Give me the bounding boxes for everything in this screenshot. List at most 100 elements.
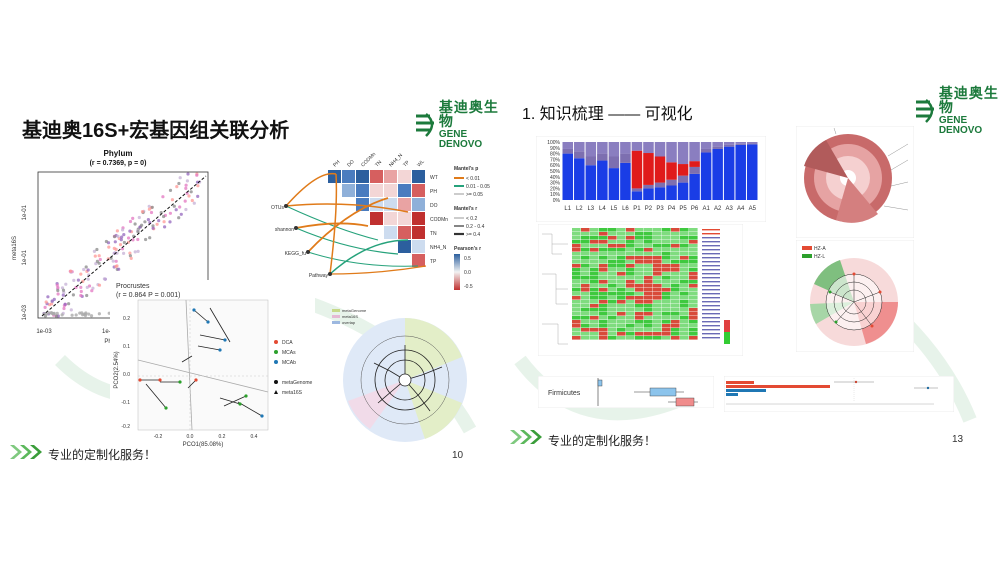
- heatmap-cell: [590, 304, 599, 308]
- heatmap-cell: [653, 232, 662, 236]
- mantel-col-label: TN: [374, 159, 383, 168]
- heatmap-cell: [581, 288, 590, 292]
- node-label-shannon: shannon: [275, 227, 294, 233]
- legend-mcab-label: MCAb: [282, 360, 296, 366]
- heatmap-cell: [617, 288, 626, 292]
- mantel-cell: [370, 170, 383, 183]
- scatter-point: [104, 239, 108, 244]
- scatter-point: [119, 238, 123, 242]
- heatmap-cell: [617, 328, 626, 332]
- heatmap-cell: [680, 316, 689, 320]
- heatmap-cell: [617, 276, 626, 280]
- stacked-bar-segment: [712, 146, 723, 149]
- scatter-point: [51, 312, 55, 316]
- scatter-point: [92, 249, 96, 253]
- heatmap-cell: [572, 236, 581, 240]
- bar-x-tick: A3: [726, 206, 734, 212]
- heatmap-cell: [635, 272, 644, 276]
- page-title: 基迪奥16S+宏基因组关联分析: [22, 120, 290, 142]
- heatmap-cell: [572, 252, 581, 256]
- scatter-point: [148, 236, 152, 240]
- heatmap-cell: [626, 260, 635, 264]
- heatmap-cell: [671, 244, 680, 248]
- heatmap-cell: [590, 240, 599, 244]
- scatter-point: [54, 314, 58, 318]
- procrustes-ytick-5: -0.2: [121, 424, 130, 430]
- heatmap-cell: [653, 336, 662, 340]
- legend-mantel-r-2: 0.2 - 0.4: [466, 224, 485, 230]
- heatmap-cell: [689, 272, 698, 276]
- stacked-bar-segment: [574, 142, 585, 152]
- bar-x-tick: A4: [737, 206, 745, 212]
- heatmap-cell: [590, 328, 599, 332]
- heatmap-cell: [599, 324, 608, 328]
- procrustes-xtick-2: 0.0: [187, 434, 194, 440]
- legend-dca-marker: [274, 340, 278, 344]
- mantel-cell: [370, 184, 383, 197]
- heatmap-cell: [662, 300, 671, 304]
- heatmap-cell: [662, 320, 671, 324]
- heatmap-cell: [653, 256, 662, 260]
- heatmap-cell: [626, 264, 635, 268]
- heatmap-cell: [671, 252, 680, 256]
- heatmap-cell: [626, 328, 635, 332]
- heatmap-cell: [653, 228, 662, 232]
- heatmap-cell: [644, 300, 653, 304]
- scatter-point: [168, 220, 172, 224]
- heatmap-cell: [653, 268, 662, 272]
- heatmap-cell: [581, 332, 590, 336]
- heatmap-cell: [599, 296, 608, 300]
- heatmap-cell: [635, 328, 644, 332]
- heatmap-cell: [689, 304, 698, 308]
- scatter-point: [133, 222, 137, 226]
- scatter-point: [157, 219, 161, 223]
- scatter-point: [121, 228, 125, 232]
- scatter-points: [42, 172, 202, 318]
- scatter-point: [60, 286, 65, 290]
- heatmap-cell: [581, 316, 590, 320]
- heatmap-cell: [617, 272, 626, 276]
- scatter-point: [79, 289, 83, 294]
- mantel-cells: [328, 170, 425, 267]
- scatter-point: [168, 211, 172, 215]
- heatmap-cell: [644, 320, 653, 324]
- heatmap-cell: [671, 328, 680, 332]
- heatmap-row-label: [702, 249, 720, 251]
- heatmap-cell: [671, 324, 680, 328]
- heatmap-cell: [671, 276, 680, 280]
- heatmap-cell: [680, 296, 689, 300]
- heatmap-cell: [671, 332, 680, 336]
- stacked-bar-segment: [620, 153, 631, 163]
- heatmap-cell: [590, 308, 599, 312]
- bar-y-tick: 90%: [550, 146, 561, 152]
- heatmap-cell: [608, 268, 617, 272]
- stacked-bar-segment: [735, 144, 746, 200]
- heatmap-cell: [617, 252, 626, 256]
- heatmap-cell: [617, 248, 626, 252]
- abundance-heatmap: [538, 224, 743, 356]
- heatmap-cell: [608, 260, 617, 264]
- heatmap-cell: [572, 288, 581, 292]
- mantel-cell: [342, 170, 355, 183]
- scatter-point: [44, 300, 48, 304]
- heatmap-cell: [671, 296, 680, 300]
- mantel-row-label: DO: [430, 203, 438, 209]
- scatter-point: [107, 245, 111, 249]
- heatmap-cell: [626, 252, 635, 256]
- heatmap-cell: [635, 268, 644, 272]
- heatmap-cell: [680, 308, 689, 312]
- heatmap-cell: [581, 324, 590, 328]
- scatter-point: [140, 223, 144, 227]
- heatmap-cell: [689, 276, 698, 280]
- heatmap-cell: [662, 312, 671, 316]
- scatter-point: [187, 194, 191, 198]
- heatmap-cell: [599, 228, 608, 232]
- stacked-bar-segment: [677, 164, 689, 176]
- scatter-point: [150, 205, 154, 209]
- scatter-point: [122, 233, 126, 237]
- scatter-xtick-1: 1e-03: [36, 329, 52, 335]
- heatmap-cell: [689, 308, 698, 312]
- heatmap-cell: [626, 324, 635, 328]
- lefse-legend-hza-swatch: [802, 246, 812, 250]
- heatmap-cell: [662, 244, 671, 248]
